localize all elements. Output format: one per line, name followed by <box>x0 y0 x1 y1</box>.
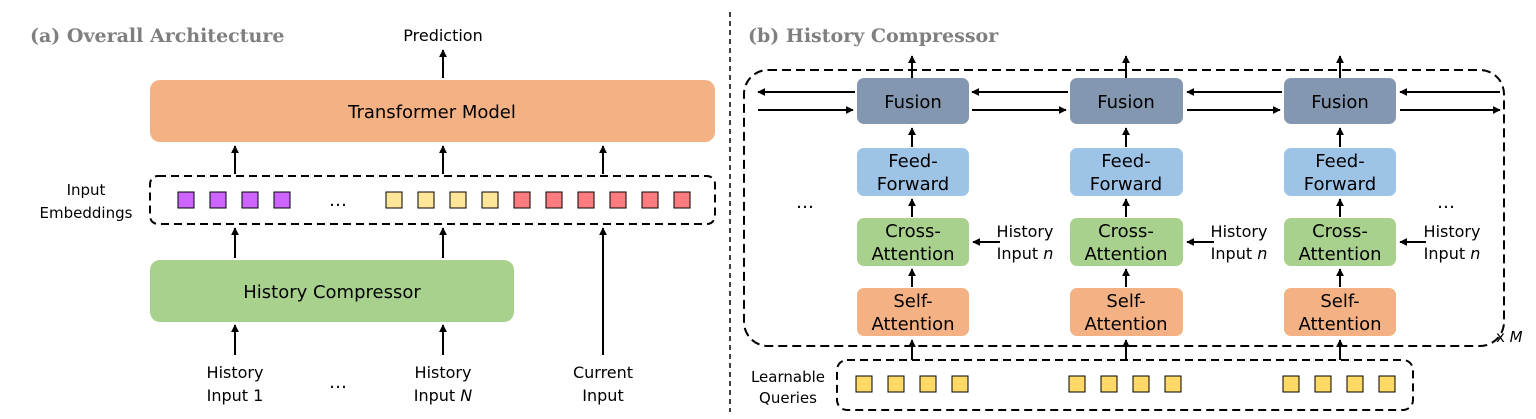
self-attention-label-2: Attention <box>1298 314 1381 335</box>
embedding-purple <box>241 191 259 209</box>
history-input-label-1: History <box>997 222 1054 241</box>
feed-forward-box <box>857 148 969 196</box>
red-embeddings <box>513 191 691 209</box>
query-token <box>1314 375 1332 393</box>
history-compressor-label: History Compressor <box>243 282 421 303</box>
fusion-label: Fusion <box>1097 92 1155 113</box>
history-input-label-2: Input n <box>1211 244 1268 263</box>
self-attention-box <box>857 288 969 336</box>
fusion-box <box>1070 78 1183 124</box>
feed-forward-label-1: Feed- <box>888 151 937 172</box>
input-embeddings-label-1: Input <box>67 181 106 199</box>
embedding-yellow <box>449 191 467 209</box>
cross-attention-box <box>857 218 969 266</box>
compressor-column-2: Fusion Feed- Forward Cross- Attention Se… <box>1070 55 1268 360</box>
query-token <box>1068 375 1086 393</box>
feed-forward-label-2: Forward <box>1090 174 1162 195</box>
embedding-red <box>513 191 531 209</box>
feed-forward-label-2: Forward <box>1304 174 1376 195</box>
cross-attention-label-1: Cross- <box>885 221 941 242</box>
cross-attention-box <box>1284 218 1396 266</box>
feed-forward-label-1: Feed- <box>1101 151 1150 172</box>
history-input-n-line2: Input N <box>414 386 473 405</box>
compressor-layer-container <box>743 69 1505 347</box>
query-token <box>1378 375 1396 393</box>
current-input-line2: Input <box>582 386 623 405</box>
query-token <box>887 375 905 393</box>
purple-embeddings <box>177 191 291 209</box>
embedding-red <box>545 191 563 209</box>
query-token <box>1164 375 1182 393</box>
panel-a-title: (a) Overall Architecture <box>30 25 284 47</box>
input-embeddings-label-2: Embeddings <box>40 204 133 222</box>
query-token <box>1132 375 1150 393</box>
query-token <box>951 375 969 393</box>
learnable-queries-label-2: Queries <box>759 389 817 407</box>
history-input-1-line1: History <box>207 363 264 382</box>
history-input-label-2: Input n <box>997 244 1054 263</box>
self-attention-label-2: Attention <box>871 314 954 335</box>
transformer-model-box <box>150 80 715 142</box>
feed-forward-label-2: Forward <box>877 174 949 195</box>
embedding-yellow <box>481 191 499 209</box>
fusion-label: Fusion <box>1311 92 1369 113</box>
prediction-label: Prediction <box>403 26 482 45</box>
yellow-embeddings <box>385 191 499 209</box>
transformer-model-label: Transformer Model <box>347 102 516 123</box>
input-embeddings-container <box>149 175 716 225</box>
embedding-red <box>673 191 691 209</box>
query-token <box>1100 375 1118 393</box>
feed-forward-label-1: Feed- <box>1315 151 1364 172</box>
history-input-label-1: History <box>1211 222 1268 241</box>
self-attention-label-1: Self- <box>893 291 932 312</box>
repeat-count-label: x M <box>1496 328 1523 346</box>
self-attention-label-1: Self- <box>1320 291 1359 312</box>
query-token <box>1282 375 1300 393</box>
cross-attention-label-2: Attention <box>1084 244 1167 265</box>
self-attention-box <box>1070 288 1183 336</box>
feed-forward-box <box>1070 148 1183 196</box>
history-input-1-line2: Input 1 <box>207 386 264 405</box>
self-attention-label-2: Attention <box>1084 314 1167 335</box>
history-input-label-2: Input n <box>1424 244 1481 263</box>
learnable-queries-label-1: Learnable <box>751 368 825 386</box>
left-ellipsis: … <box>796 192 814 213</box>
cross-attention-label-1: Cross- <box>1312 221 1368 242</box>
query-token <box>919 375 937 393</box>
learnable-queries-container <box>836 359 1414 411</box>
fusion-box <box>1284 78 1396 124</box>
self-attention-box <box>1284 288 1396 336</box>
embedding-yellow <box>385 191 403 209</box>
right-ellipsis: … <box>1437 192 1455 213</box>
compressor-column-1: Fusion Feed- Forward Cross- Attention Se… <box>857 55 1054 360</box>
compressor-column-3: Fusion Feed- Forward Cross- Attention Se… <box>1284 55 1481 360</box>
cross-attention-label-2: Attention <box>1298 244 1381 265</box>
cross-attention-label-2: Attention <box>871 244 954 265</box>
history-input-label-1: History <box>1424 222 1481 241</box>
embedding-red <box>641 191 659 209</box>
embedding-yellow <box>417 191 435 209</box>
self-attention-label-1: Self- <box>1106 291 1145 312</box>
current-input-line1: Current <box>573 363 633 382</box>
embedding-red <box>609 191 627 209</box>
embedding-red <box>577 191 595 209</box>
embedding-purple <box>273 191 291 209</box>
query-token <box>855 375 873 393</box>
history-input-n-line1: History <box>415 363 472 382</box>
cross-attention-label-1: Cross- <box>1098 221 1154 242</box>
embedding-purple <box>177 191 195 209</box>
learnable-queries <box>855 375 1396 393</box>
fusion-connections <box>757 88 1501 114</box>
query-token <box>1346 375 1364 393</box>
fusion-box <box>857 78 969 124</box>
embedding-purple <box>209 191 227 209</box>
panel-b-title: (b) History Compressor <box>748 25 999 47</box>
fusion-label: Fusion <box>884 92 942 113</box>
history-compressor-box <box>150 260 514 322</box>
feed-forward-box <box>1284 148 1396 196</box>
inputs-ellipsis: … <box>329 372 347 393</box>
embeddings-ellipsis: … <box>329 190 347 211</box>
cross-attention-box <box>1070 218 1183 266</box>
